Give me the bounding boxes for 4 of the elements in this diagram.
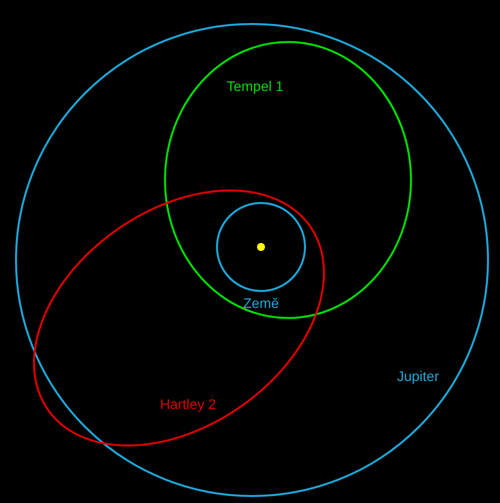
- orbit-label: Jupiter: [396, 368, 440, 384]
- orbit-label: Tempel 1: [226, 78, 284, 94]
- orbit-label: Země: [243, 295, 279, 311]
- orbit-label: Hartley 2: [160, 396, 216, 412]
